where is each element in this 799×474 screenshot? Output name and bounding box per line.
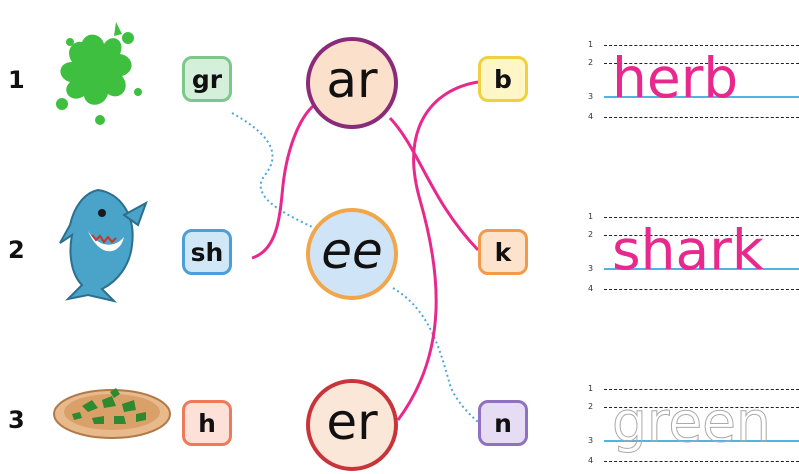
vowel-circle-ar[interactable]: ar xyxy=(306,37,398,129)
match-line-gr-ee xyxy=(231,112,323,233)
guide-line xyxy=(604,45,799,46)
shark-icon xyxy=(59,188,148,303)
match-line-b-er xyxy=(396,80,479,421)
match-line-ee-n xyxy=(392,287,479,423)
guide-number: 3 xyxy=(588,436,594,445)
onset-tile-gr[interactable]: gr xyxy=(182,56,232,102)
row-number-1: 1 xyxy=(8,66,25,94)
guide-number: 1 xyxy=(588,212,594,221)
vowel-circle-er[interactable]: er xyxy=(306,379,398,471)
guide-line xyxy=(604,63,799,64)
handwriting-guide-2: 1 2 3 4 shark xyxy=(588,210,799,300)
guide-number: 2 xyxy=(588,58,594,67)
guide-number: 1 xyxy=(588,384,594,393)
guide-line xyxy=(604,389,799,390)
guide-number: 4 xyxy=(588,456,594,465)
guide-baseline xyxy=(604,96,799,98)
ending-tile-n[interactable]: n xyxy=(478,400,528,446)
onset-tile-sh[interactable]: sh xyxy=(182,229,232,275)
guide-line xyxy=(604,461,799,462)
row-number-2: 2 xyxy=(8,236,25,264)
ending-tile-k[interactable]: k xyxy=(478,229,528,275)
guide-baseline xyxy=(604,268,799,270)
guide-number: 4 xyxy=(588,112,594,121)
ending-tile-b[interactable]: b xyxy=(478,56,528,102)
guide-line xyxy=(604,289,799,290)
guide-baseline xyxy=(604,440,799,442)
row-number-3: 3 xyxy=(8,406,25,434)
guide-line xyxy=(604,407,799,408)
salad-plate-icon xyxy=(53,388,171,439)
match-line-sh-ar xyxy=(251,98,323,260)
vowel-circle-ee[interactable]: ee xyxy=(306,208,398,300)
guide-number: 3 xyxy=(588,92,594,101)
guide-line xyxy=(604,117,799,118)
word-herb: herb xyxy=(612,46,739,110)
guide-number: 3 xyxy=(588,264,594,273)
handwriting-guide-3: 1 2 3 4 green xyxy=(588,382,799,472)
guide-number: 2 xyxy=(588,402,594,411)
guide-number: 4 xyxy=(588,284,594,293)
match-line-ar-k xyxy=(388,116,480,252)
word-green-tracing: green xyxy=(612,390,772,454)
guide-number: 2 xyxy=(588,230,594,239)
guide-number: 1 xyxy=(588,40,594,49)
word-shark: shark xyxy=(612,218,764,282)
paint-splat-icon xyxy=(56,22,142,125)
guide-line xyxy=(604,217,799,218)
guide-line xyxy=(604,235,799,236)
onset-tile-h[interactable]: h xyxy=(182,400,232,446)
handwriting-guide-1: 1 2 3 4 herb xyxy=(588,38,799,128)
